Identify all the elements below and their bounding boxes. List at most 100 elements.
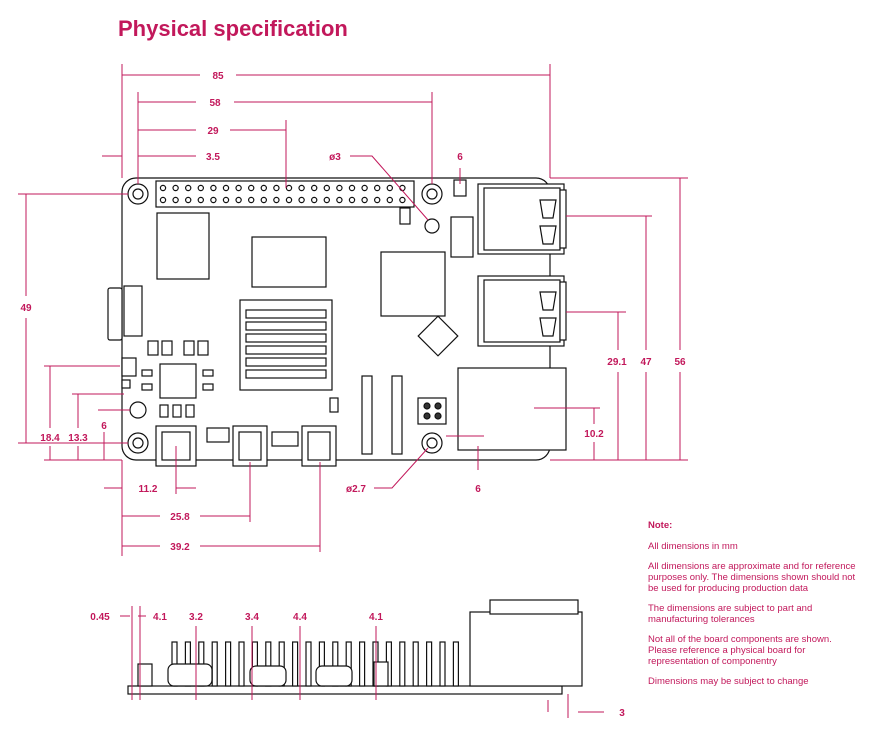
- gpio-pin: [247, 184, 255, 192]
- gpio-pin: [399, 196, 406, 204]
- gpio-pin: [222, 184, 230, 192]
- dim-3: 3: [619, 708, 625, 719]
- dim-6-bottom: 6: [475, 484, 481, 495]
- ethernet-port: [457, 367, 567, 451]
- gpio-pin: [298, 184, 305, 192]
- gpio-pin: [323, 196, 330, 204]
- note-item: The dimensions are subject to part and m…: [648, 603, 813, 625]
- usb-port-lower: [477, 275, 567, 347]
- dim-58: 58: [209, 98, 221, 109]
- chip-usb-controller: [380, 251, 446, 317]
- usb-port-upper: [477, 183, 567, 255]
- dim-hole-dia-small: ø2.7: [346, 484, 366, 495]
- mounting-holes: [127, 183, 443, 454]
- board-top-view: [107, 177, 567, 467]
- gpio-pin: [298, 196, 305, 204]
- heatsink-fin: [292, 641, 299, 687]
- dim-3-4: 3.4: [245, 612, 259, 623]
- dim-3-5: 3.5: [206, 152, 220, 163]
- dim-4-4: 4.4: [293, 612, 307, 623]
- heatsink-fin: [439, 641, 446, 687]
- dim-56: 56: [674, 357, 686, 368]
- gpio-pin: [311, 184, 318, 192]
- gpio-pin: [172, 184, 179, 192]
- chip-pmic: [159, 363, 197, 399]
- heatsink-fin: [412, 641, 419, 687]
- gpio-pin: [285, 196, 293, 204]
- dimension-lines: [18, 64, 688, 556]
- gpio-pin: [247, 196, 255, 204]
- gpio-header: [155, 180, 415, 208]
- gpio-pin: [386, 196, 393, 204]
- dim-4-1b: 4.1: [369, 612, 383, 623]
- note-item: All dimensions in mm: [648, 541, 738, 552]
- gpio-pin: [235, 196, 242, 204]
- dim-6-top: 6: [457, 152, 463, 163]
- dim-18-4: 18.4: [40, 433, 60, 444]
- dim-11-2: 11.2: [139, 484, 158, 495]
- gpio-pin: [222, 196, 230, 204]
- heatsink-fin: [399, 641, 406, 687]
- chip-ram: [251, 236, 327, 288]
- soc-heatsink: [239, 299, 333, 391]
- dim-29: 29: [207, 126, 219, 137]
- dim-4-1a: 4.1: [153, 612, 167, 623]
- ethernet-side: [469, 611, 583, 687]
- micro-hdmi-1: [301, 425, 337, 467]
- poe-header: [417, 397, 447, 425]
- pcb-side: [127, 685, 563, 695]
- gpio-pin: [159, 196, 167, 204]
- dim-0-45: 0.45: [90, 612, 110, 623]
- heatsink-fin: [359, 641, 366, 687]
- notes-heading: Note:: [648, 520, 673, 531]
- heatsink-fin: [238, 641, 245, 687]
- gpio-pin: [184, 196, 192, 204]
- gpio-pin: [197, 184, 204, 192]
- gpio-pin: [210, 196, 217, 204]
- gpio-pin: [374, 196, 381, 204]
- note-item: All dimensions are approximate and for r…: [648, 561, 856, 594]
- gpio-pin: [172, 196, 179, 204]
- heatsink-fin: [211, 641, 218, 687]
- chip-wifi: [156, 212, 210, 280]
- gpio-pin: [386, 184, 393, 192]
- side-dimension-lines: [120, 606, 604, 718]
- dim-hole-dia: ø3: [329, 152, 341, 163]
- dim-3-2: 3.2: [189, 612, 203, 623]
- gpio-pin: [273, 196, 280, 204]
- gpio-pin: [197, 196, 204, 204]
- dim-85: 85: [212, 71, 224, 82]
- connector-csi: [391, 375, 403, 455]
- dimension-labels: 85 58 29 3.5 ø3 6 49 18.4 13.3 6 11.2 25…: [20, 71, 686, 719]
- note-item: Dimensions may be subject to change: [648, 676, 809, 687]
- dim-25-8: 25.8: [170, 512, 190, 523]
- dim-39-2: 39.2: [170, 542, 190, 553]
- heatsink-fin: [225, 641, 232, 687]
- gpio-pin: [159, 184, 167, 192]
- note-item: Not all of the board components are show…: [648, 634, 832, 667]
- heatsink-fin: [426, 641, 433, 687]
- gpio-pin: [311, 196, 318, 204]
- gpio-pin: [210, 184, 217, 192]
- gpio-pin: [323, 184, 330, 192]
- dim-49: 49: [20, 303, 32, 314]
- connector-dsi: [361, 375, 373, 455]
- gpio-pin: [273, 184, 280, 192]
- gpio-pin: [235, 184, 242, 192]
- micro-hdmi-0: [232, 425, 268, 467]
- gpio-pin: [260, 184, 267, 192]
- gpio-pin: [336, 196, 343, 204]
- page-title: Physical specification: [118, 16, 348, 41]
- gpio-pin: [348, 196, 356, 204]
- dim-6-left: 6: [101, 421, 107, 432]
- heatsink-fin: [305, 641, 312, 687]
- gpio-pin: [361, 196, 368, 204]
- dim-10-2: 10.2: [584, 429, 604, 440]
- gpio-pin: [374, 184, 381, 192]
- gpio-pin: [361, 184, 368, 192]
- gpio-pin: [285, 184, 293, 192]
- gpio-pin: [348, 184, 356, 192]
- heatsink-fins: [171, 641, 459, 687]
- dim-29-1: 29.1: [607, 357, 627, 368]
